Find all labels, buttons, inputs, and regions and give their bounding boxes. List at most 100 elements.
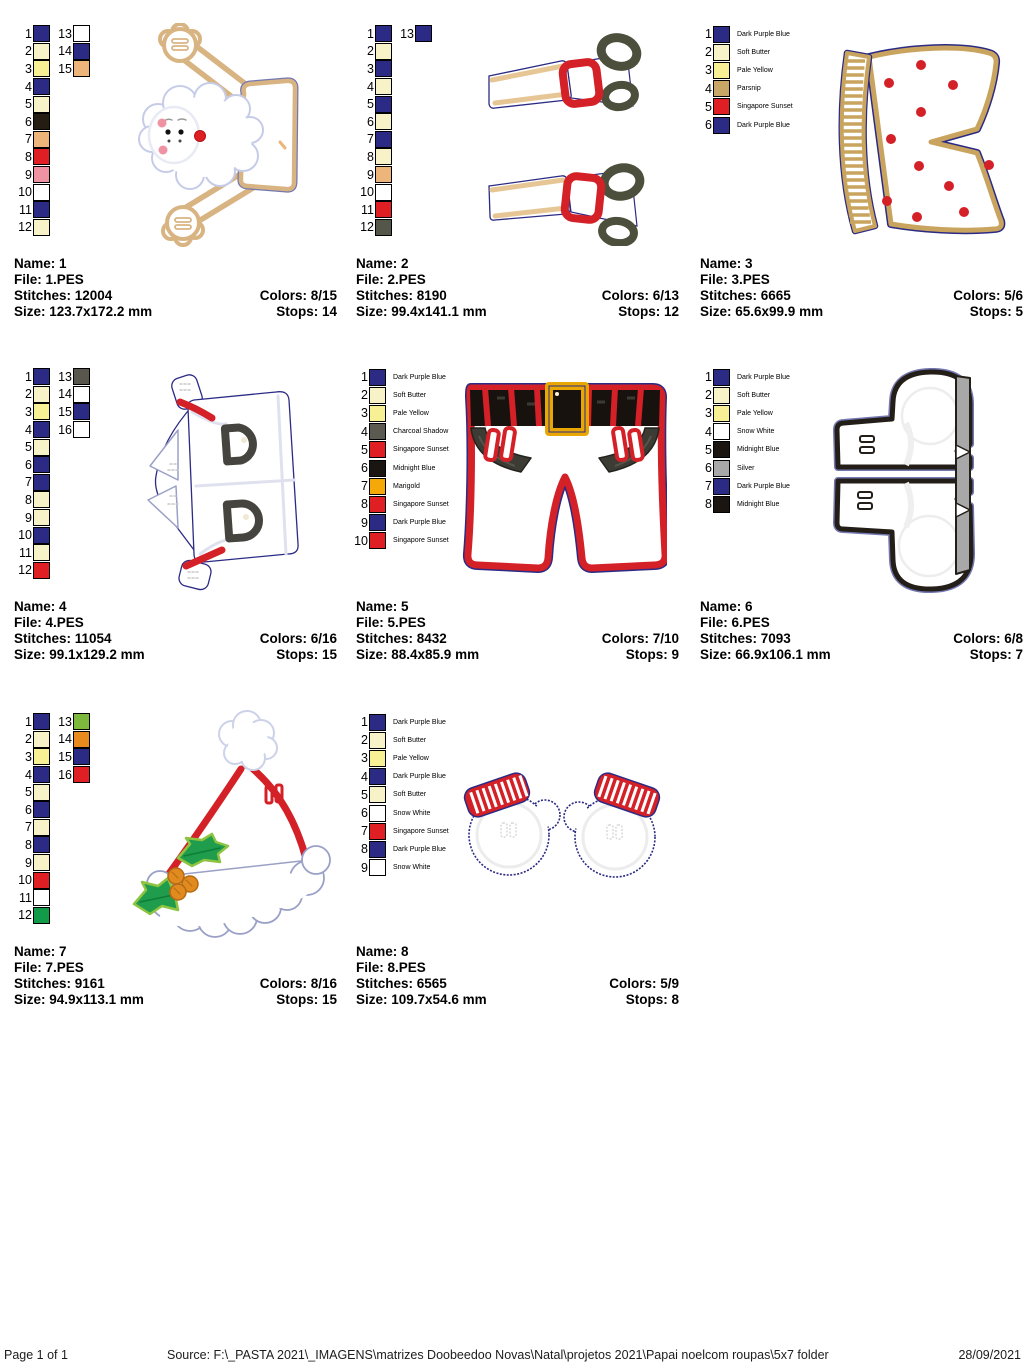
thread-number: 8 [25, 492, 32, 507]
color-swatch [73, 421, 90, 439]
thread-number: 4 [367, 79, 374, 94]
palette-entry: 16 [50, 421, 90, 439]
color-swatch [33, 403, 50, 421]
color-swatch [33, 871, 50, 889]
artwork-santa [138, 23, 299, 247]
meta-name: Name: 4 [14, 599, 67, 614]
thread-number: 3 [367, 61, 374, 76]
palette-entry: 1 [10, 713, 50, 731]
meta-file: File: 1.PES [14, 272, 84, 287]
palette-entry: 9 [10, 166, 50, 184]
meta-stitches: Stitches: 6665 [700, 288, 791, 303]
thread-number: 6 [361, 461, 368, 476]
thread-number: 7 [25, 475, 32, 490]
meta-colors: Colors: 5/6 [953, 288, 1023, 303]
palette-entry: 14 [50, 385, 90, 404]
palette-entry: 12 [352, 218, 392, 237]
meta-colors: Colors: 8/15 [259, 288, 337, 303]
thread-number: 1 [705, 370, 712, 385]
thread-number: 3 [705, 63, 712, 78]
thread-number: 2 [25, 387, 32, 402]
meta-stops: Stops: 7 [969, 647, 1023, 662]
thread-color-name: Dark Purple Blue [393, 773, 446, 781]
artwork-slot [10, 363, 342, 679]
artwork-slot [696, 363, 1024, 679]
thread-color-name: Midnight Blue [737, 446, 780, 454]
meta-stops: Stops: 8 [625, 992, 679, 1007]
thread-number: 4 [25, 79, 32, 94]
thread-number: 6 [25, 114, 32, 129]
thread-number: 8 [705, 497, 712, 512]
color-swatch [33, 60, 50, 78]
color-swatch [375, 183, 392, 201]
thread-number: 5 [367, 97, 374, 112]
meta-size: Size: 94.9x113.1 mm [14, 992, 144, 1007]
palette-entry: 15 [50, 60, 90, 78]
thread-number: 5 [705, 442, 712, 457]
meta-file: File: 8.PES [356, 960, 426, 975]
color-swatch [713, 404, 730, 422]
thread-number: 4 [705, 81, 712, 96]
artwork-jacket [147, 374, 299, 591]
artwork-mittens [463, 772, 661, 878]
thread-color-name: Soft Butter [393, 791, 427, 799]
color-swatch [713, 495, 730, 513]
thread-number: 5 [705, 99, 712, 114]
artwork-slot [352, 363, 684, 679]
color-swatch [33, 456, 50, 474]
color-swatch [713, 61, 730, 79]
thread-number: 3 [705, 406, 712, 421]
color-swatch [33, 421, 50, 439]
artwork-slot [352, 20, 684, 336]
thread-number: 13 [58, 714, 72, 729]
thread-number: 4 [361, 424, 368, 439]
meta-name: Name: 7 [14, 944, 67, 959]
palette-entry: 8 [10, 148, 50, 166]
thread-color-name: Soft Butter [737, 391, 771, 399]
thread-color-name: Midnight Blue [737, 500, 780, 508]
artwork-polka-dot-shorts [838, 44, 1006, 235]
thread-color-name: Dark Purple Blue [393, 373, 446, 381]
color-swatch [713, 80, 730, 98]
thread-number: 5 [361, 442, 368, 457]
palette-entry: 7 [10, 818, 50, 837]
thread-number: 11 [19, 202, 32, 217]
color-swatch [375, 42, 392, 60]
color-swatch [713, 116, 730, 134]
thread-number: 7 [361, 824, 368, 839]
color-swatch [33, 78, 50, 96]
meta-colors: Colors: 6/8 [953, 631, 1023, 646]
palette-entry: 16 [50, 766, 90, 784]
color-swatch [33, 561, 50, 579]
color-swatch [369, 804, 386, 822]
color-swatch [73, 748, 90, 766]
thread-number: 3 [25, 61, 32, 76]
thread-number: 7 [25, 820, 32, 835]
color-swatch [33, 818, 50, 836]
thread-number: 9 [361, 860, 368, 875]
color-swatch [73, 385, 90, 403]
color-swatch [33, 113, 50, 131]
thread-number: 13 [400, 26, 414, 41]
color-swatch [369, 822, 386, 840]
meta-size: Size: 66.9x106.1 mm [700, 647, 831, 662]
meta-size: Size: 109.7x54.6 mm [356, 992, 487, 1007]
color-swatch [33, 473, 50, 491]
thread-number: 2 [705, 388, 712, 403]
color-swatch [33, 42, 50, 60]
thread-number: 3 [25, 749, 32, 764]
